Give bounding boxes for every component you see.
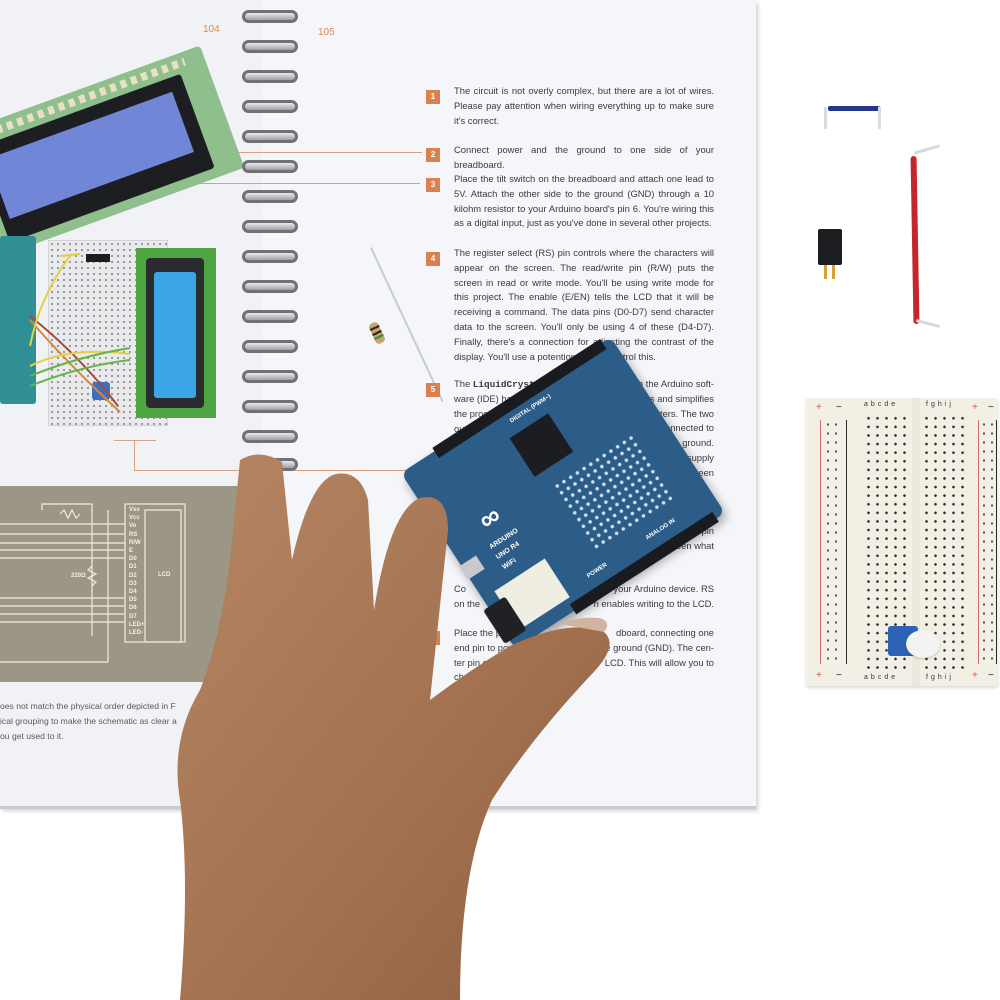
potentiometer-knob[interactable] (906, 630, 940, 658)
schematic-lines (0, 503, 186, 663)
tilt-switch-lead (824, 265, 827, 279)
jumper-lead (878, 107, 881, 129)
step-badge: 3 (426, 178, 440, 192)
spiral-ring (242, 10, 298, 23)
minus-icon: − (988, 670, 994, 681)
code-liquidcrystal: LiquidCrystal (472, 379, 546, 390)
jumper-lead (824, 107, 827, 129)
minus-icon: − (836, 670, 842, 681)
plus-icon: + (972, 670, 978, 681)
step-text-right: t comes with the Arduino soft- these pin… (591, 378, 714, 478)
step-text: The register select (RS) pin controls wh… (454, 247, 714, 362)
spiral-ring (242, 190, 298, 203)
column-labels-left-bottom: abcde (864, 674, 899, 681)
step-text: Connect power and the ground to one side… (454, 144, 714, 170)
spiral-ring (242, 130, 298, 143)
minus-icon: − (988, 402, 994, 413)
illustration-lcd-bezel (146, 258, 204, 408)
step-text-right: dboard, connecting one e ground (GND). T… (604, 627, 714, 668)
spiral-ring (242, 100, 298, 113)
figure-caption: oes not match the physical order depicte… (0, 701, 177, 741)
spiral-ring (242, 340, 298, 353)
annotation-line (120, 183, 420, 184)
illustration-tilt-switch (86, 254, 110, 262)
power-rail-holes (824, 420, 842, 664)
illustration-wires (29, 253, 131, 413)
rail-line-minus (996, 420, 997, 664)
left-page-number: 104 (203, 24, 220, 35)
lcd-label: LCD (158, 572, 171, 578)
red-jumper-wire (910, 155, 920, 325)
spiral-ring (242, 160, 298, 173)
spiral-ring (242, 310, 298, 323)
rail-line-plus (820, 420, 821, 664)
illustration-potentiometer (92, 382, 110, 400)
annotation-line (160, 152, 422, 153)
spiral-ring (242, 40, 298, 53)
lcd-pin-labels: Vss Vcc Vo RS R/W E D0 D1 D2 D3 D4 D5 D6… (129, 507, 145, 637)
illustration-lcd-screen (154, 272, 196, 398)
spiral-ring (242, 220, 298, 233)
power-rail-holes (980, 420, 996, 664)
plus-icon: + (816, 670, 822, 681)
hand (177, 454, 610, 1000)
minus-icon: − (836, 402, 842, 413)
step-text: The circuit is not overly complex, but t… (454, 85, 714, 126)
step-text: Place the tilt switch on the breadboard … (454, 173, 714, 229)
spiral-ring (242, 400, 298, 413)
center-channel (912, 398, 920, 686)
step-badge: 1 (426, 90, 440, 104)
step-badge: 5 (426, 383, 440, 397)
tilt-switch-lead (832, 265, 835, 279)
column-labels-right: fghij (926, 401, 954, 408)
spiral-ring (242, 430, 298, 443)
step-badge: 4 (426, 252, 440, 266)
step-text-right: your Arduino device. RS n enables writin… (593, 583, 714, 609)
plus-icon: + (816, 402, 822, 413)
step-text: The (454, 378, 473, 389)
illustration-lcd (136, 248, 216, 418)
jumper-lead (915, 319, 941, 328)
spiral-ring (242, 370, 298, 383)
spiral-ring (242, 250, 298, 263)
rail-line-minus (846, 420, 847, 664)
column-labels-left: abcde (864, 401, 899, 408)
jumper-lead (914, 144, 940, 155)
terminal-holes-right (922, 414, 968, 670)
step-text: Co on the (454, 583, 481, 609)
tilt-switch (818, 229, 842, 265)
rail-line-plus (978, 420, 979, 664)
column-labels-right-bottom: fghij (926, 674, 954, 681)
spiral-ring (242, 280, 298, 293)
annotation-line (114, 440, 156, 441)
right-page-number: 105 (318, 27, 335, 38)
spiral-ring (242, 70, 298, 83)
step-badge: 2 (426, 148, 440, 162)
plus-icon: + (972, 402, 978, 413)
resistor-label: 220Ω (71, 573, 86, 579)
blue-jumper-wire (828, 106, 880, 111)
annotation-line (134, 440, 135, 470)
